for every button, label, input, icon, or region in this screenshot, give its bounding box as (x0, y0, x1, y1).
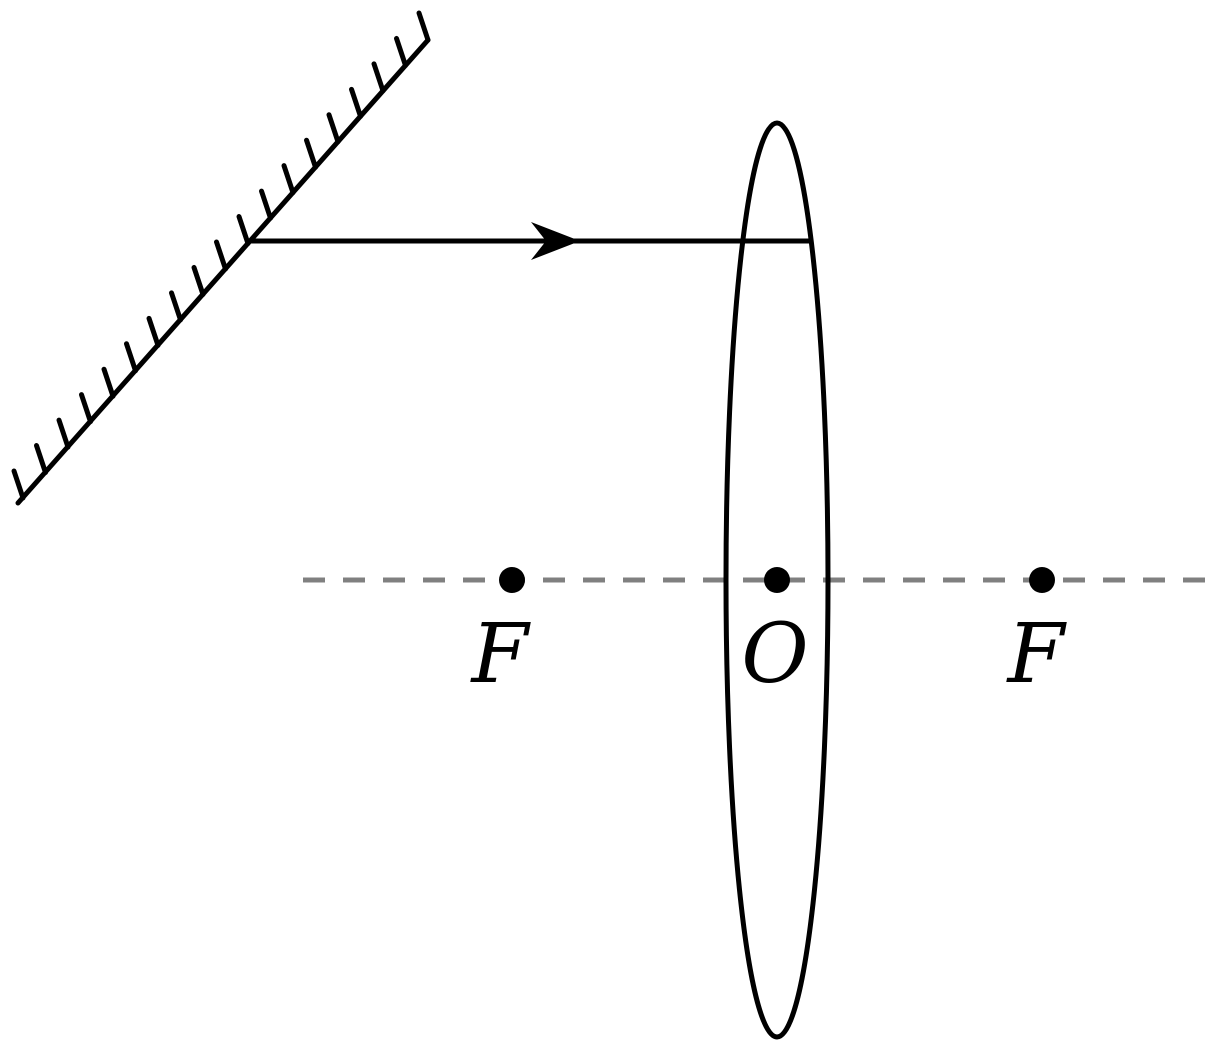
mirror-hatch-marks (11, 10, 431, 501)
mirror-hatch (191, 264, 206, 297)
ray-arrow-icon (531, 222, 580, 260)
mirror-hatch (169, 290, 183, 323)
focus-right-point (1029, 567, 1055, 593)
mirror-hatch (56, 417, 71, 450)
mirror-hatch (326, 112, 341, 145)
mirror-hatch (34, 443, 48, 476)
optical-center-point (764, 567, 790, 593)
mirror-hatch (11, 468, 26, 501)
mirror-hatch (236, 214, 251, 247)
mirror-hatch (146, 315, 161, 348)
optical-center-label: O (741, 607, 808, 702)
mirror-hatch (124, 341, 138, 374)
mirror-hatch (416, 10, 431, 43)
focus-left-label: F (470, 607, 532, 702)
mirror-hatch (371, 61, 386, 94)
mirror-hatch (394, 35, 408, 68)
focus-right-label: F (1006, 607, 1068, 702)
mirror-hatch (349, 86, 363, 119)
plane-mirror (11, 10, 431, 506)
mirror-hatch (259, 188, 273, 221)
mirror-hatch (101, 366, 116, 399)
mirror-hatch (281, 163, 296, 196)
mirror-hatch (214, 239, 228, 272)
mirror-hatch (304, 137, 318, 170)
mirror-surface (15, 37, 431, 506)
mirror-hatch (79, 392, 93, 425)
convex-lens (723, 120, 831, 1040)
light-ray (250, 222, 810, 260)
focus-left-point (499, 567, 525, 593)
